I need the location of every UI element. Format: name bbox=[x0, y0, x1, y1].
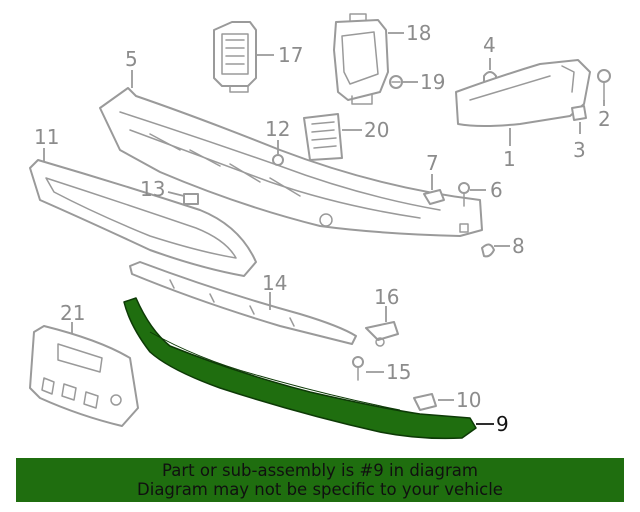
callout-18: 18 bbox=[406, 21, 431, 45]
callout-12: 12 bbox=[265, 117, 290, 141]
banner-line-2: Diagram may not be specific to your vehi… bbox=[137, 480, 503, 499]
callout-5: 5 bbox=[125, 47, 138, 71]
callout-15: 15 bbox=[386, 360, 411, 384]
part-12-push-pin[interactable] bbox=[272, 154, 284, 166]
part-8-clip[interactable] bbox=[481, 243, 495, 258]
callout-20: 20 bbox=[364, 118, 389, 142]
part-9-air-deflector[interactable] bbox=[123, 297, 477, 440]
part-3-clip[interactable] bbox=[571, 105, 587, 121]
callout-7: 7 bbox=[426, 151, 439, 175]
info-banner: Part or sub-assembly is #9 in diagram Di… bbox=[16, 458, 624, 502]
callout-13: 13 bbox=[140, 177, 165, 201]
callout-4: 4 bbox=[483, 33, 496, 57]
banner-line-1: Part or sub-assembly is #9 in diagram bbox=[162, 461, 478, 480]
part-17-bracket[interactable] bbox=[213, 21, 257, 93]
callout-14: 14 bbox=[262, 271, 287, 295]
callout-10: 10 bbox=[456, 388, 481, 412]
callout-11: 11 bbox=[34, 125, 59, 149]
part-20-grille-insert[interactable] bbox=[303, 113, 343, 161]
part-11-lower-valance[interactable] bbox=[29, 159, 257, 277]
callout-6: 6 bbox=[490, 178, 503, 202]
callout-9: 9 bbox=[496, 412, 509, 436]
callout-17: 17 bbox=[278, 43, 303, 67]
part-5-bumper-cover[interactable] bbox=[99, 87, 483, 237]
parts-diagram: 17 18 19 20 4 1 2 3 bbox=[29, 13, 611, 440]
callout-16: 16 bbox=[374, 285, 399, 309]
part-2-bolt[interactable] bbox=[597, 69, 611, 101]
part-7-retainer[interactable] bbox=[423, 189, 445, 205]
part-10-nut-clip[interactable] bbox=[413, 393, 437, 411]
part-1-end-cap[interactable] bbox=[455, 59, 591, 127]
part-19-screw[interactable] bbox=[389, 75, 403, 89]
callout-19: 19 bbox=[420, 70, 445, 94]
callout-8: 8 bbox=[512, 234, 525, 258]
part-16-bracket[interactable] bbox=[365, 321, 399, 347]
callout-2: 2 bbox=[598, 107, 611, 131]
part-14-reinforcement[interactable] bbox=[129, 261, 357, 345]
part-6-bolt[interactable] bbox=[458, 182, 470, 207]
part-21-license-bracket[interactable] bbox=[29, 325, 139, 427]
callout-3: 3 bbox=[573, 138, 586, 162]
part-13-clip[interactable] bbox=[183, 193, 199, 205]
part-15-bolt[interactable] bbox=[352, 356, 364, 381]
callout-21: 21 bbox=[60, 301, 85, 325]
callout-1: 1 bbox=[503, 147, 516, 171]
part-18-housing[interactable] bbox=[333, 13, 389, 105]
